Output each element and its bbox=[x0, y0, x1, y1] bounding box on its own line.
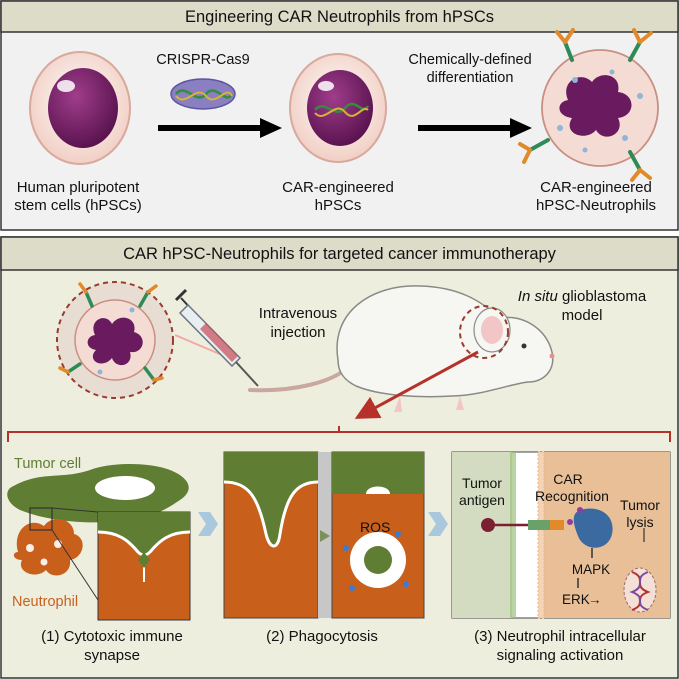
arrow-1-head bbox=[260, 118, 282, 138]
bottom-panel-title: CAR hPSC-Neutrophils for targeted cancer… bbox=[123, 245, 557, 263]
step1-label-line2: synapse bbox=[84, 647, 140, 664]
mouse-ear-inner bbox=[481, 316, 503, 344]
crispr-cas9-icon bbox=[170, 78, 236, 110]
bottom-panel: CAR hPSC-Neutrophils for targeted cancer… bbox=[0, 236, 679, 679]
step1-label-line1: (1) Cytotoxic immune bbox=[41, 628, 183, 645]
engulfed-tumor bbox=[364, 546, 392, 574]
injection-pointer bbox=[174, 334, 223, 356]
synapse-tumor-edge bbox=[98, 512, 190, 555]
erk-label: ERK bbox=[562, 592, 590, 607]
mouse-eye bbox=[521, 343, 527, 349]
top-panel-header bbox=[0, 0, 679, 33]
kinase-shape bbox=[573, 508, 613, 548]
tumor-cell-nucleus bbox=[95, 476, 155, 500]
neutrophil-shape bbox=[13, 519, 83, 576]
neutrophil-label: Neutrophil bbox=[12, 594, 78, 610]
mouse-illustration bbox=[248, 285, 555, 412]
differentiation-label-line1: Chemically-defined bbox=[408, 52, 531, 68]
mechanism-pointer-arrow bbox=[354, 350, 479, 419]
tumor-lysis-line2: lysis bbox=[626, 514, 653, 530]
chevron-1 bbox=[198, 512, 218, 536]
circled-car-neutrophil bbox=[56, 281, 174, 399]
tumor-antigen-line2: antigen bbox=[459, 492, 505, 508]
neutrophil-membrane bbox=[537, 451, 545, 619]
tumor-cell-label: Tumor cell bbox=[14, 456, 81, 472]
injection-label-line2: injection bbox=[270, 324, 325, 341]
mapk-label: MAPK bbox=[572, 562, 610, 577]
zoom-line-2 bbox=[51, 507, 99, 513]
step2-phagocytosis bbox=[223, 451, 425, 619]
chevron-2 bbox=[428, 512, 448, 536]
model-label-line2: model bbox=[562, 307, 603, 324]
tumor-side bbox=[452, 452, 512, 618]
step3-label-line1: (3) Neutrophil intracellular bbox=[474, 628, 646, 645]
tumor-lysis-line1: Tumor bbox=[620, 497, 660, 513]
car-hpsc-label-line1: CAR-engineered bbox=[282, 179, 394, 196]
tumor-membrane bbox=[510, 452, 516, 618]
mouse-nose bbox=[549, 353, 555, 359]
car-receptor bbox=[528, 520, 550, 530]
hpsc-label-line1: Human pluripotent bbox=[17, 179, 140, 196]
mouse-tail bbox=[248, 370, 344, 393]
car-signaling-domain bbox=[550, 520, 564, 530]
step3-signaling bbox=[451, 451, 671, 619]
step1-synapse bbox=[7, 464, 191, 621]
zoom-line-1 bbox=[51, 529, 99, 601]
erk-arrow: → bbox=[588, 592, 602, 607]
model-label-line1: In situ glioblastoma bbox=[518, 288, 647, 305]
car-neutrophil-label-line2: hPSC-Neutrophils bbox=[536, 197, 656, 214]
top-panel-title: Engineering CAR Neutrophils from hPSCs bbox=[185, 8, 494, 26]
syringe-icon bbox=[174, 288, 259, 387]
arrow-2-head bbox=[510, 118, 532, 138]
car-hpsc-cell bbox=[289, 53, 387, 163]
car-neutrophil-cell bbox=[518, 28, 659, 182]
antigen-head bbox=[481, 518, 495, 532]
glioblastoma-site-circle bbox=[459, 305, 509, 359]
top-panel: Engineering CAR Neutrophils from hPSCs H… bbox=[0, 0, 679, 231]
car-recognition-line1: CAR bbox=[553, 471, 583, 487]
mouse-body bbox=[336, 285, 554, 398]
car-hpsc-label-line2: hPSCs bbox=[315, 197, 362, 214]
car-recognition-line2: Recognition bbox=[535, 488, 609, 504]
inner-arrow bbox=[320, 530, 330, 542]
hpsc-cell bbox=[29, 51, 131, 165]
injection-label-line1: Intravenous bbox=[259, 305, 337, 322]
bottom-panel-header bbox=[0, 236, 679, 271]
tumor-antigen-line1: Tumor bbox=[462, 475, 502, 491]
dna-icon bbox=[623, 567, 657, 613]
hpsc-label-line2: stem cells (hPSCs) bbox=[14, 197, 142, 214]
differentiation-label-line2: differentiation bbox=[427, 70, 514, 86]
synapse-granule bbox=[138, 552, 150, 568]
step3-label-line2: signaling activation bbox=[497, 647, 624, 664]
crispr-label: CRISPR-Cas9 bbox=[156, 52, 249, 68]
car-neutrophil-label-line1: CAR-engineered bbox=[540, 179, 652, 196]
mouse-feet bbox=[394, 396, 464, 412]
ros-label: ROS bbox=[360, 519, 390, 535]
zoom-box bbox=[29, 507, 53, 531]
step2-label: (2) Phagocytosis bbox=[266, 628, 378, 645]
